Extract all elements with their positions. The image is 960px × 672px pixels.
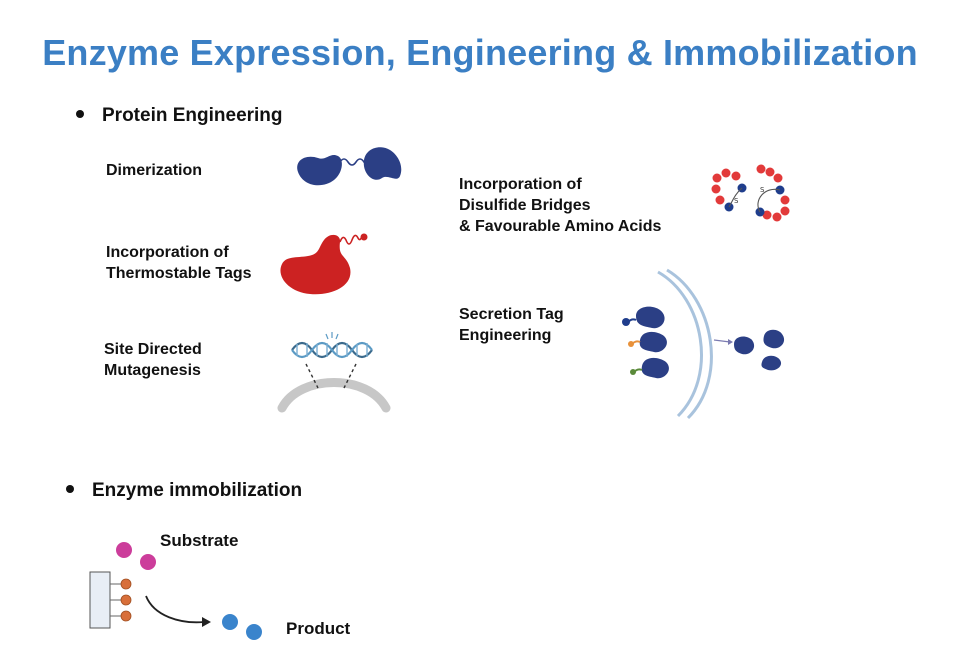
dna-mutagenesis-icon bbox=[277, 332, 391, 413]
enzyme-immobilization-heading: Enzyme immobilization bbox=[66, 480, 302, 502]
dimer-enzyme-icon bbox=[297, 147, 402, 186]
protein-engineering-heading: Protein Engineering bbox=[76, 105, 283, 127]
page-title: Enzyme Expression, Engineering & Immobil… bbox=[42, 32, 918, 73]
disulfide-bridges-label: Incorporation of Disulfide Bridges & Fav… bbox=[459, 176, 662, 235]
secretion-tag-label: Secretion Tag Engineering bbox=[459, 306, 564, 344]
substrate-molecule bbox=[140, 554, 156, 570]
bullet-dot bbox=[76, 109, 84, 118]
bullet-dot bbox=[66, 484, 74, 493]
reaction-arrow bbox=[145, 595, 205, 624]
secretion-membrane-icon bbox=[622, 268, 785, 420]
support-matrix bbox=[89, 571, 111, 629]
substrate-label: Substrate bbox=[160, 531, 239, 550]
sulfur-mark: S bbox=[760, 186, 765, 194]
product-molecule bbox=[222, 614, 238, 630]
dimerization-label: Dimerization bbox=[106, 162, 203, 179]
thermostable-enzyme-icon bbox=[280, 233, 368, 295]
substrate-molecule bbox=[116, 542, 132, 558]
thermostable-tags-label: Incorporation of Thermostable Tags bbox=[106, 244, 252, 282]
sulfur-mark: S bbox=[734, 197, 739, 205]
immobilization-diagram bbox=[89, 542, 262, 640]
product-molecule bbox=[246, 624, 262, 640]
disulfide-bridge-icon: S S bbox=[711, 164, 790, 222]
product-label: Product bbox=[286, 619, 351, 638]
site-directed-mutagenesis-label: Site Directed Mutagenesis bbox=[104, 341, 202, 379]
